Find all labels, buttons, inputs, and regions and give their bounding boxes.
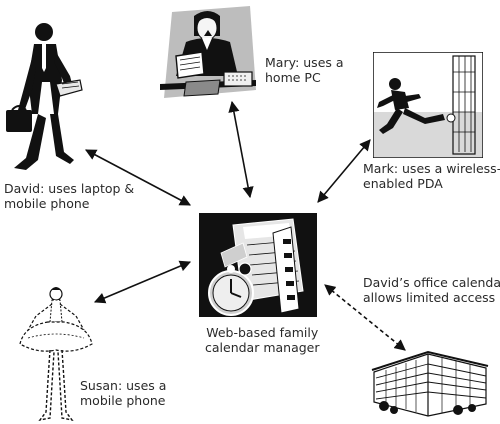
susan-ballerina-figure <box>19 287 93 422</box>
label-susan: Susan: uses a mobile phone <box>80 378 167 408</box>
david-businessman-figure <box>6 23 83 170</box>
arrow-mary-center <box>228 100 254 199</box>
calendar-manager-icon <box>199 213 317 317</box>
label-mary: Mary: uses a home PC <box>265 55 344 85</box>
mary-home-pc-figure <box>160 6 256 98</box>
arrow-david-center <box>85 149 191 206</box>
office-building-figure <box>371 350 489 417</box>
arrow-office-center <box>324 284 406 351</box>
label-center: Web-based family calendar manager <box>205 325 320 355</box>
mark-soccer-player-figure <box>373 52 483 158</box>
label-office: David’s office calendar: allows limited … <box>363 275 500 305</box>
arrow-susan-center <box>93 260 192 304</box>
label-david: David: uses laptop & mobile phone <box>4 181 135 211</box>
arrow-mark-center <box>317 139 371 203</box>
label-mark: Mark: uses a wireless- enabled PDA <box>363 161 500 191</box>
